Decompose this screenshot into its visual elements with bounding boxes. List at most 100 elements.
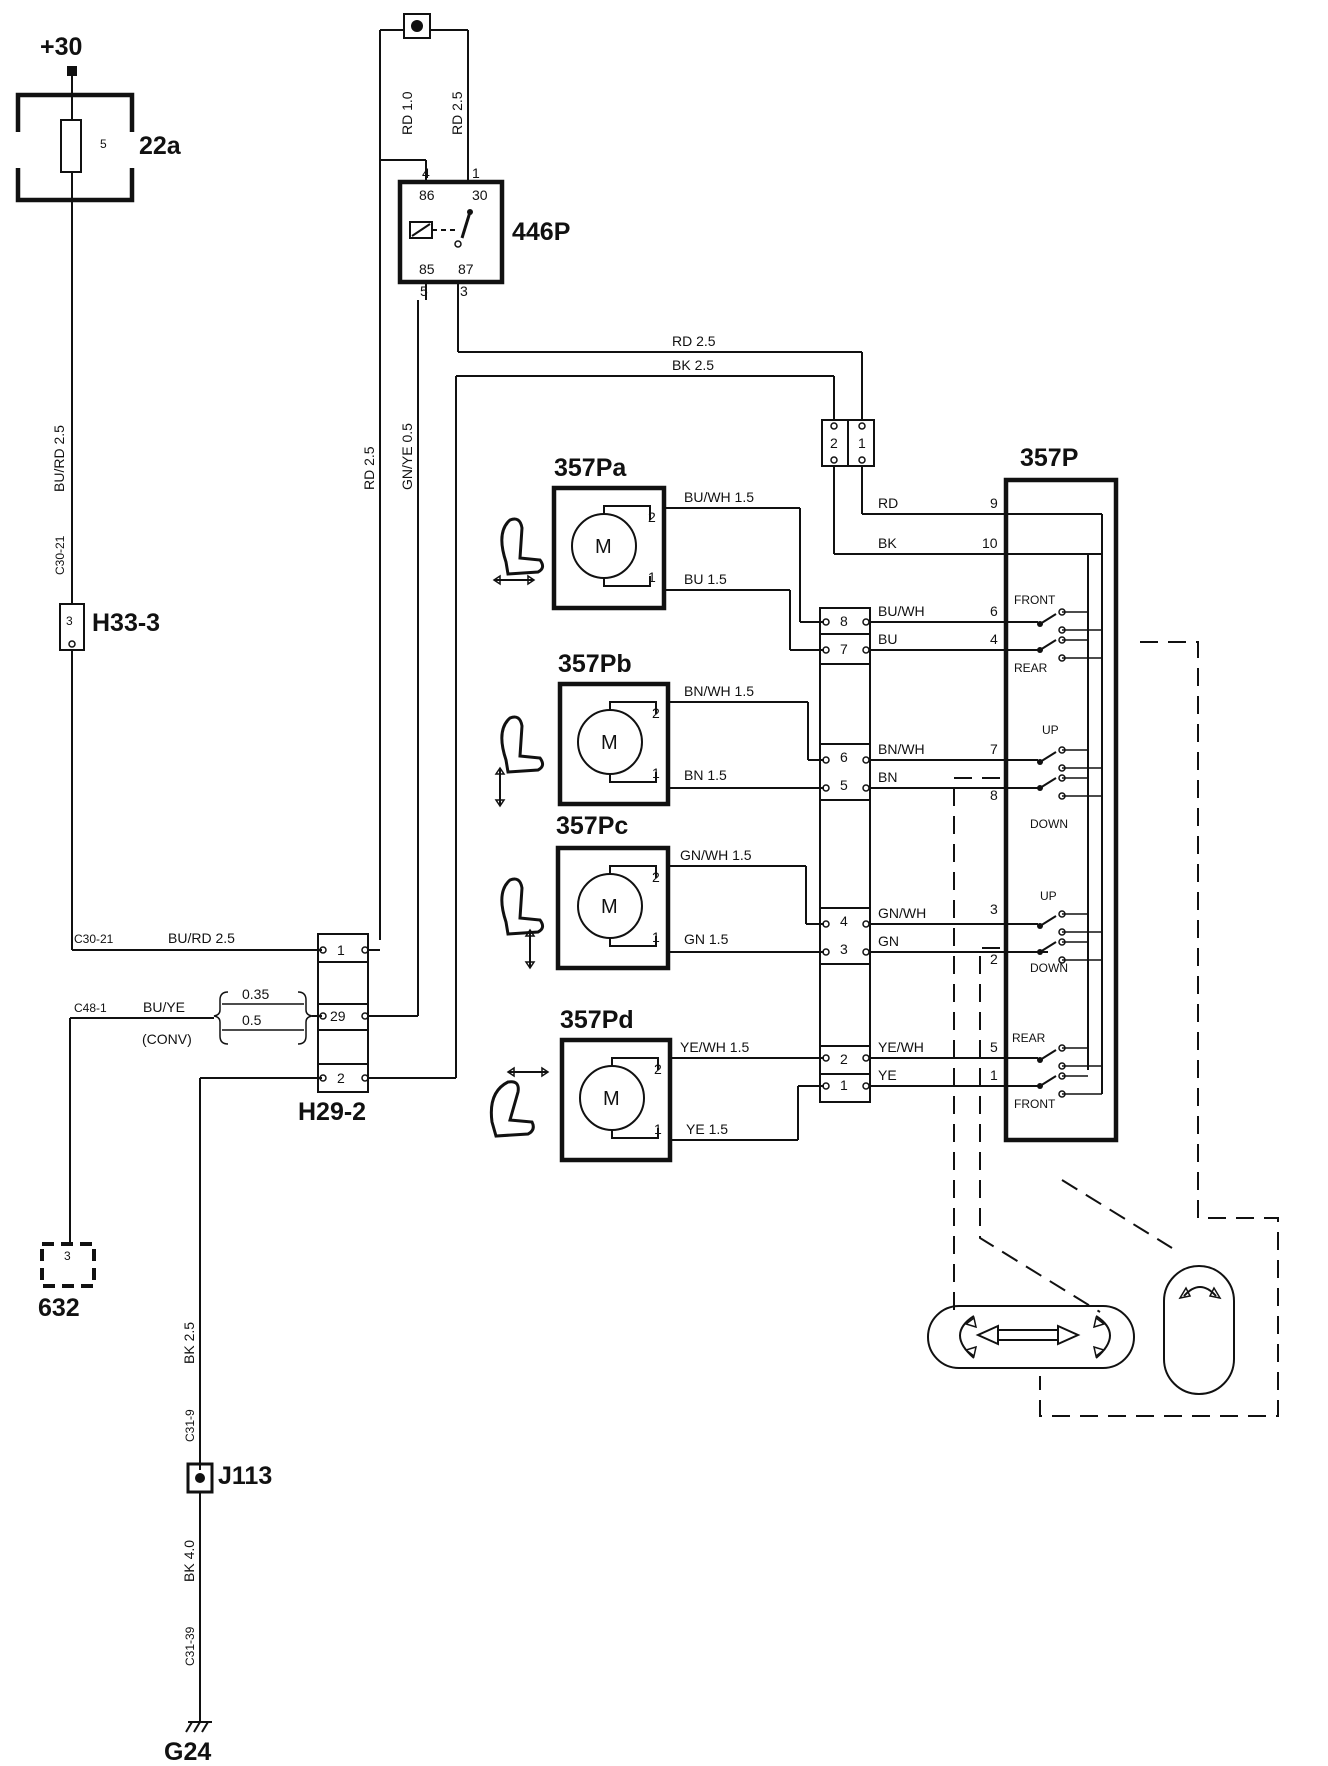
switch-wire-bn: BN [878, 769, 897, 785]
switch-contacts [1037, 514, 1103, 1098]
switch-label-down-1: DOWN [1030, 817, 1068, 831]
switch-pin-3: 3 [990, 901, 998, 917]
mid-pin-4: 4 [840, 913, 848, 929]
seat-tilt-icon [489, 1066, 550, 1138]
connector-mid [819, 607, 871, 1103]
wire-rd-2-5-horizontal: RD 2.5 [672, 333, 716, 349]
fuse-box [15, 92, 135, 203]
motor-357pc-label: 357Pc [556, 812, 628, 840]
mid-pin-8: 8 [840, 613, 848, 629]
wire-bk-4-0: BK 4.0 [181, 1540, 197, 1582]
relay-term-86: 86 [419, 187, 435, 203]
switch-wire-bu: BU [878, 631, 897, 647]
switch-label-up-1: UP [1042, 723, 1059, 737]
motor-357pa-label: 357Pa [554, 454, 627, 482]
ground-g24-label: G24 [164, 1738, 211, 1766]
relay-term-85: 85 [419, 261, 435, 277]
connector-632-label: 632 [38, 1294, 80, 1322]
wire-c31-39: C31-39 [183, 1626, 197, 1666]
motor-357pd-pin-2: 2 [654, 1061, 662, 1077]
wire-rd-2-5-vertical: RD 2.5 [361, 446, 377, 490]
wire-bu-rd-vertical: BU/RD 2.5 [51, 425, 67, 492]
wire-c31-9: C31-9 [183, 1409, 197, 1442]
mid-pins [820, 633, 870, 1103]
connector-632 [40, 1242, 96, 1288]
wire-bu-wh-1-5: BU/WH 1.5 [684, 489, 754, 505]
switch-label-front-2: FRONT [1014, 1097, 1056, 1111]
top-connector [403, 13, 431, 39]
wire-rd: RD [878, 495, 898, 511]
motor-357pc-m: M [601, 896, 618, 918]
connector-h29-2 [317, 933, 369, 1093]
motor-357pd-pin-1: 1 [654, 1121, 662, 1137]
relay-term-87: 87 [458, 261, 474, 277]
wire-conv: (CONV) [142, 1031, 192, 1047]
mechanical-links [953, 641, 1279, 1417]
relay-pin-4: 4 [422, 165, 430, 181]
wire-ye-wh-1-5: YE/WH 1.5 [680, 1039, 749, 1055]
seat-rear-height-icon [500, 877, 545, 970]
motor-357pb-m: M [601, 732, 618, 754]
mid-left-dots [822, 618, 870, 1090]
switch-label-rear-1: REAR [1014, 661, 1048, 675]
wire-bu-ye: BU/YE [143, 999, 185, 1015]
connector-h33-label: H33-3 [92, 609, 160, 637]
mid-pin-3: 3 [840, 941, 848, 957]
switch-pin-4: 4 [990, 631, 998, 647]
junction-j113-label: J113 [218, 1462, 272, 1490]
motor-357pb-pin-1: 1 [652, 765, 660, 781]
relay-pin-5: 5 [420, 283, 428, 299]
c12-pin-1: 1 [858, 435, 866, 451]
wire-bk-2-5-vertical: BK 2.5 [181, 1322, 197, 1364]
switch-pin-6: 6 [990, 603, 998, 619]
connector-h29-label: H29-2 [298, 1098, 366, 1126]
motor-357pa [551, 485, 667, 611]
h29-pin-29: 29 [330, 1008, 346, 1024]
switch-wire-gn: GN [878, 933, 899, 949]
relay-pin-1: 1 [472, 165, 480, 181]
wire-bu-rd-horizontal: BU/RD 2.5 [168, 930, 235, 946]
connector-632-pin: 3 [64, 1249, 71, 1263]
wire-ye-1-5: YE 1.5 [686, 1121, 728, 1137]
switch-pin-5: 5 [990, 1039, 998, 1055]
mid-pin-2: 2 [840, 1051, 848, 1067]
wire-gn-1-5: GN 1.5 [684, 931, 729, 947]
fuse-label: 22a [139, 132, 182, 160]
switch-label-front-1: FRONT [1014, 593, 1056, 607]
ground-symbol-icon [185, 1721, 212, 1733]
supply-terminal [67, 66, 77, 76]
motor-357pd-m: M [603, 1088, 620, 1110]
h29-pin-1: 1 [337, 942, 345, 958]
wire-bn-1-5: BN 1.5 [684, 767, 727, 783]
motor-357pc-pin-1: 1 [652, 929, 660, 945]
motor-357pc [555, 845, 671, 971]
seat-slide-icon [492, 517, 545, 586]
motor-357pd-label: 357Pd [560, 1006, 634, 1034]
switch-wire-bn-wh: BN/WH [878, 741, 925, 757]
wire-gn-ye: GN/YE 0.5 [399, 423, 415, 490]
switch-pin-1: 1 [990, 1067, 998, 1083]
supply-label: +30 [40, 33, 82, 61]
switch-wire-gn-wh: GN/WH [878, 905, 926, 921]
switch-label-down-2: DOWN [1030, 961, 1068, 975]
wire-gn-wh-1-5: GN/WH 1.5 [680, 847, 752, 863]
switch-pin-2: 2 [990, 951, 998, 967]
switch-wire-ye: YE [878, 1067, 897, 1083]
mid-pin-6: 6 [840, 749, 848, 765]
motor-357pb-pin-2: 2 [652, 705, 660, 721]
wire-rd-1-0: RD 1.0 [399, 91, 415, 135]
seat-switch-pad-icon [927, 1305, 1135, 1369]
motor-357pb-label: 357Pb [558, 650, 632, 678]
c12-pin-2: 2 [830, 435, 838, 451]
motor-357pc-pin-2: 2 [652, 869, 660, 885]
relay-label: 446P [512, 218, 570, 246]
wire-bk: BK [878, 535, 897, 551]
wire-0-5: 0.5 [242, 1012, 262, 1028]
mid-pin-1: 1 [840, 1077, 848, 1093]
switch-357p [1003, 477, 1119, 1143]
relay-446p [397, 179, 505, 285]
motor-357pa-m: M [595, 536, 612, 558]
seat-front-height-icon [494, 715, 545, 808]
connector-h33-pin: 3 [66, 614, 73, 628]
